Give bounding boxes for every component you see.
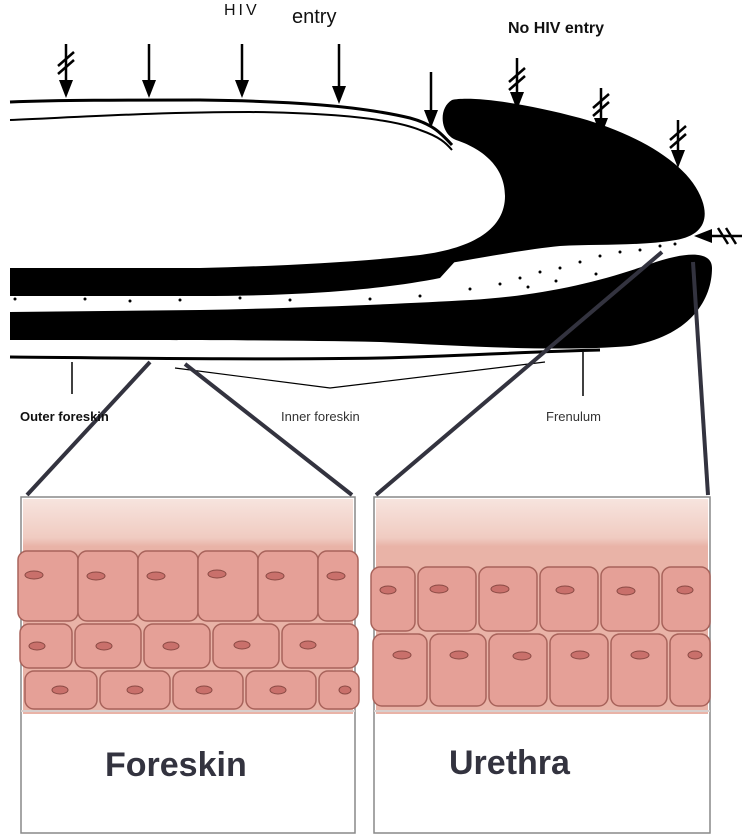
foreskin-panel-caption: Foreskin <box>105 746 247 785</box>
inner-skin-top-line <box>10 112 452 150</box>
arrow-with-slash-icon <box>694 228 742 244</box>
urethra-panel-caption: Urethra <box>449 744 570 783</box>
arrow-with-slash-icon <box>509 58 525 110</box>
foreskin-epithelium-cells <box>18 551 359 709</box>
shaft-upper-band <box>10 256 460 296</box>
arrow-with-slash-icon <box>670 120 686 168</box>
anatomy-cross-section <box>10 99 712 396</box>
outer-skin-top-line <box>10 100 452 145</box>
arrow-with-slash-icon <box>58 44 74 98</box>
outer-foreskin-label: Outer foreskin <box>20 409 109 424</box>
arrow-down-icon <box>235 44 249 98</box>
no-hiv-entry-label: No HIV entry <box>508 20 604 38</box>
entry-label: entry <box>292 6 336 29</box>
frenulum-label: Frenulum <box>546 409 601 424</box>
arrow-down-icon <box>424 72 438 128</box>
urethra-epithelium-cells <box>371 567 710 706</box>
outer-skin-bottom-line <box>10 350 600 359</box>
inner-foreskin-label: Inner foreskin <box>281 409 360 424</box>
arrow-down-icon <box>332 44 346 104</box>
arrow-down-icon <box>142 44 156 98</box>
hiv-label: HIV <box>224 2 260 20</box>
inner-foreskin-pointers <box>175 362 545 388</box>
